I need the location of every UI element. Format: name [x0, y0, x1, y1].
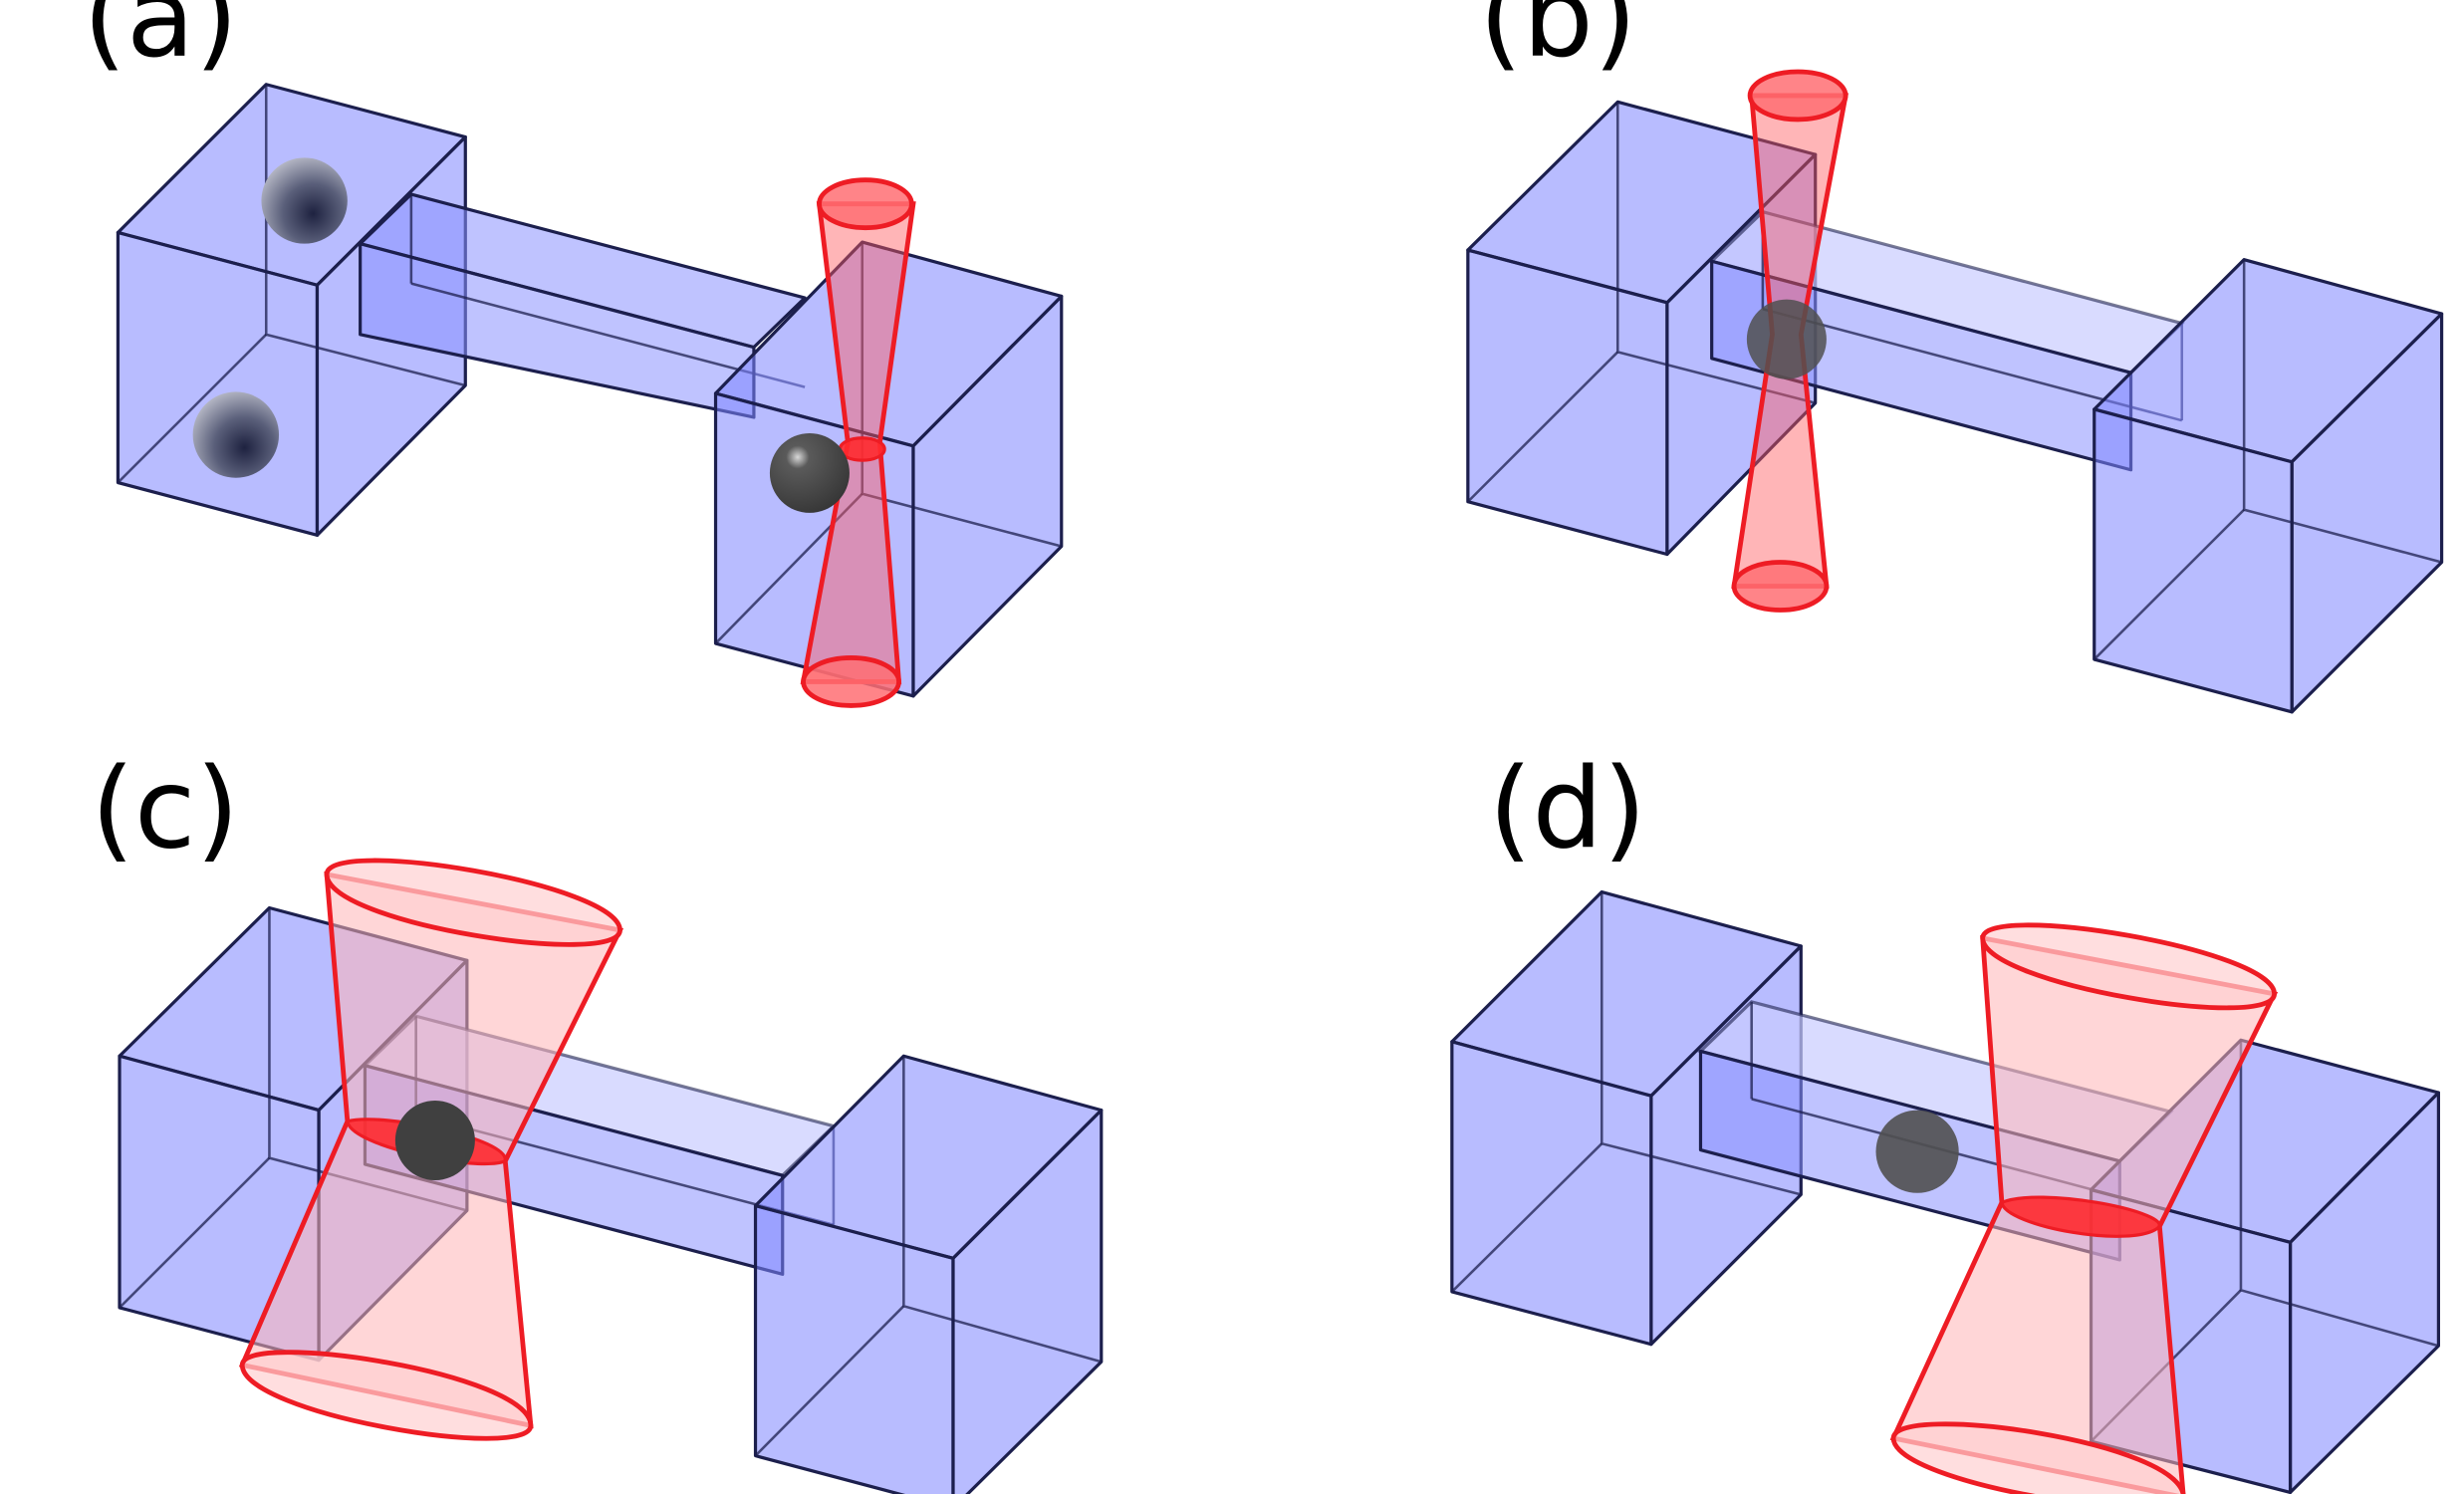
panel-a: (a) [83, 0, 1064, 708]
panel-label-d: (d) [1489, 745, 1647, 874]
panel-d: (d) [1450, 745, 2440, 1494]
panel-c: (c) [91, 745, 1104, 1494]
beam-waist-spot [2000, 1195, 2161, 1238]
trapped-particle [394, 1101, 475, 1180]
panel-label-a: (a) [83, 0, 238, 83]
right-chamber [2093, 258, 2444, 714]
right-chamber [753, 1054, 1104, 1494]
panel-label-b: (b) [1479, 0, 1637, 83]
particle-sphere [1875, 1110, 1959, 1193]
right-chamber [713, 240, 1064, 698]
panel-label-c: (c) [91, 745, 239, 874]
trapped-particle [1746, 299, 1827, 379]
transfer-channel [359, 192, 807, 419]
particle-sphere [192, 391, 280, 478]
laser-beam [800, 177, 916, 708]
laser-beam-wide [1889, 922, 2279, 1494]
beam-waist-spot [838, 436, 886, 462]
particle-sphere [261, 157, 348, 244]
trapped-particle [769, 432, 850, 513]
panel-b: (b) [1466, 0, 2444, 714]
